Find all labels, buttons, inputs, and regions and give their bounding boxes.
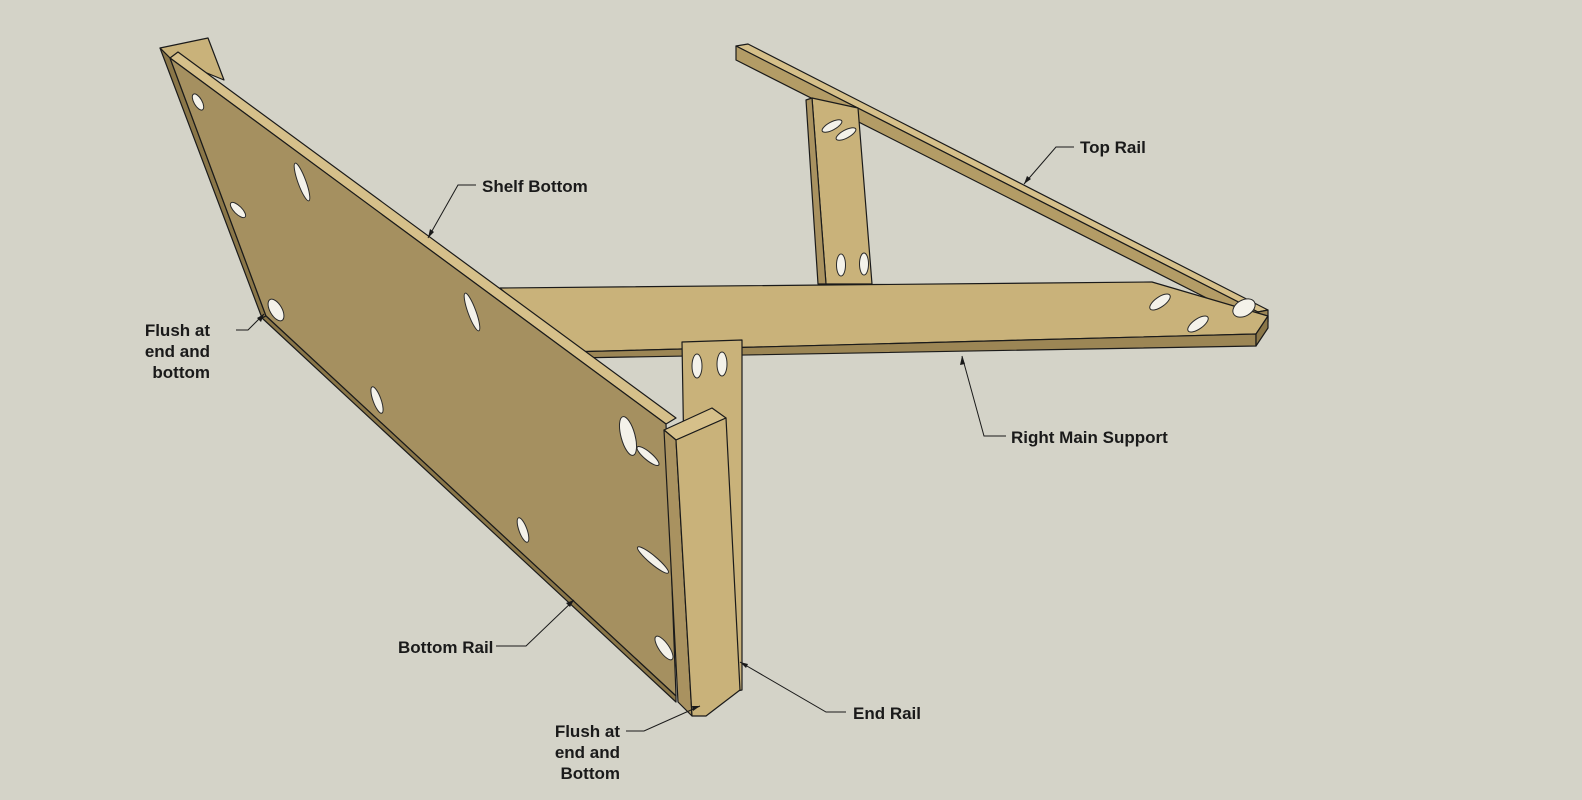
back-vertical-support [805, 97, 873, 285]
label-flush-end-bottom-lower: Flush at end and Bottom [554, 722, 620, 783]
leader-arrowheads [257, 176, 1031, 711]
top-rail-leader [1023, 146, 1074, 185]
end-rail-leader [739, 661, 846, 713]
right-main-support-leader [961, 355, 1006, 437]
label-top-rail: Top Rail [1080, 138, 1146, 157]
end-rail [663, 407, 741, 717]
pocket-holes [191, 93, 1256, 661]
flush-lower-leader [626, 705, 701, 732]
flush-left-leader [236, 313, 265, 331]
right-main-support [499, 281, 1269, 359]
shelf-bottom-leader [427, 184, 476, 239]
label-bottom-rail: Bottom Rail [398, 638, 494, 657]
label-end-rail: End Rail [853, 704, 922, 723]
label-shelf-bottom: Shelf Bottom [482, 177, 588, 196]
shelf-bottom-panel [159, 37, 677, 703]
label-right-main-support: Right Main Support [1011, 428, 1168, 447]
leader-lines [236, 146, 1074, 732]
bottom-rail-leader [496, 599, 575, 647]
label-flush-end-bottom-left: Flush at end and bottom [144, 321, 210, 382]
